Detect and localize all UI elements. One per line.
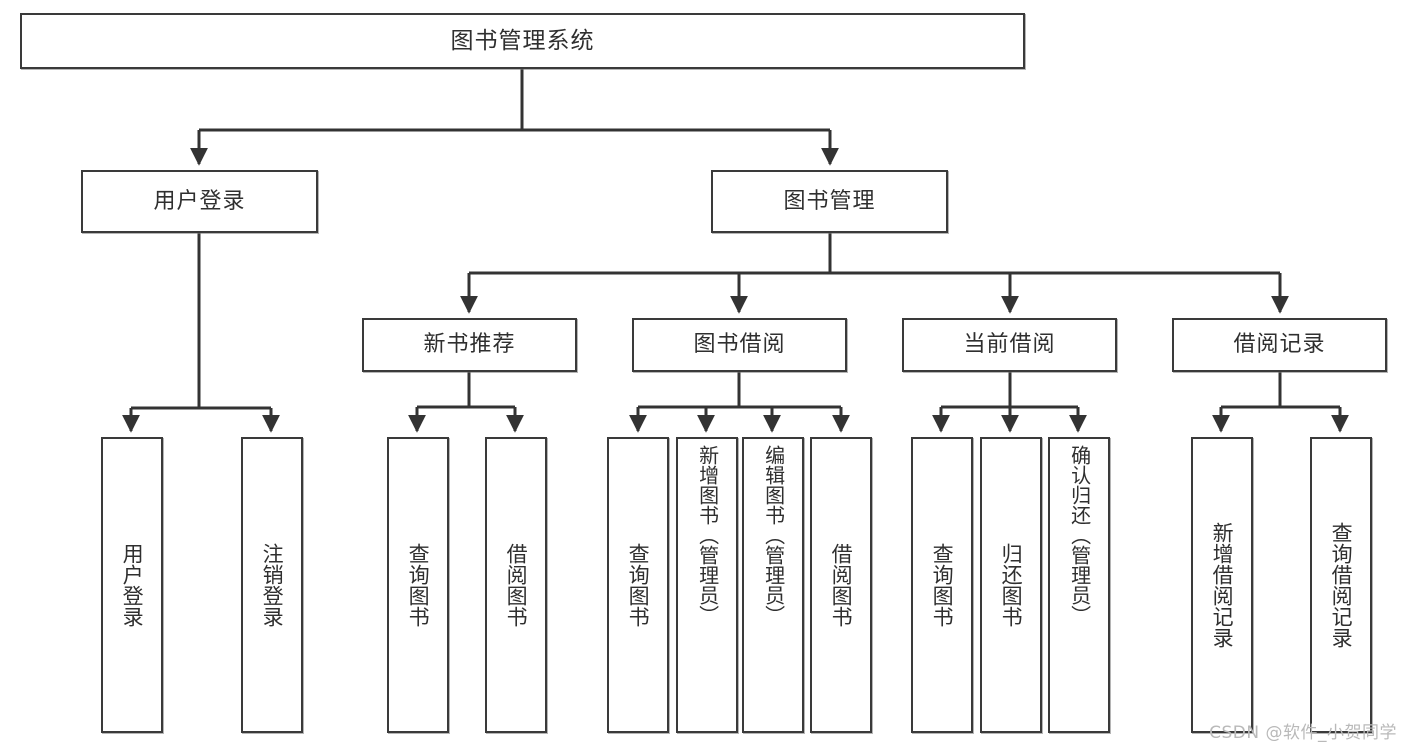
node-label: 查询借阅记录 bbox=[1329, 522, 1354, 648]
node-current-borrow[interactable]: 当前借阅 bbox=[902, 318, 1117, 372]
node-label: 用户登录 bbox=[153, 188, 246, 214]
node-label: 查询图书 bbox=[406, 543, 431, 627]
leaf-borrow-book-recommend[interactable]: 借阅图书 bbox=[485, 437, 547, 733]
node-label: 确认归还（管理员） bbox=[1067, 445, 1092, 625]
node-label: 当前借阅 bbox=[963, 332, 1056, 358]
node-root-book-management-system[interactable]: 图书管理系统 bbox=[20, 13, 1025, 69]
node-label: 查询图书 bbox=[626, 543, 651, 627]
node-user-login[interactable]: 用户登录 bbox=[81, 170, 318, 233]
node-book-management[interactable]: 图书管理 bbox=[711, 170, 948, 233]
leaf-query-book-current[interactable]: 查询图书 bbox=[911, 437, 973, 733]
node-new-book-recommend[interactable]: 新书推荐 bbox=[362, 318, 577, 372]
node-label: 新增图书（管理员） bbox=[695, 445, 720, 625]
leaf-query-book-borrow[interactable]: 查询图书 bbox=[607, 437, 669, 733]
node-label: 借阅图书 bbox=[504, 543, 529, 627]
node-label: 归还图书 bbox=[999, 543, 1024, 627]
leaf-return-book[interactable]: 归还图书 bbox=[980, 437, 1042, 733]
leaf-add-borrow-record[interactable]: 新增借阅记录 bbox=[1191, 437, 1253, 733]
leaf-add-book-admin[interactable]: 新增图书（管理员） bbox=[676, 437, 738, 733]
leaf-confirm-return-admin[interactable]: 确认归还（管理员） bbox=[1048, 437, 1110, 733]
node-label: 查询图书 bbox=[930, 543, 955, 627]
leaf-user-login[interactable]: 用户登录 bbox=[101, 437, 163, 733]
node-label: 编辑图书（管理员） bbox=[761, 445, 786, 625]
node-book-borrow[interactable]: 图书借阅 bbox=[632, 318, 847, 372]
node-label: 注销登录 bbox=[260, 543, 285, 627]
leaf-query-book-recommend[interactable]: 查询图书 bbox=[387, 437, 449, 733]
leaf-query-borrow-record[interactable]: 查询借阅记录 bbox=[1310, 437, 1372, 733]
node-label: 新增借阅记录 bbox=[1210, 522, 1235, 648]
leaf-edit-book-admin[interactable]: 编辑图书（管理员） bbox=[742, 437, 804, 733]
node-label: 图书管理 bbox=[783, 188, 876, 214]
node-label: 借阅记录 bbox=[1233, 332, 1326, 358]
node-borrow-record[interactable]: 借阅记录 bbox=[1172, 318, 1387, 372]
node-label: 图书借阅 bbox=[693, 332, 786, 358]
csdn-watermark: CSDN @软件_小贺同学 bbox=[1209, 723, 1397, 743]
node-label: 图书管理系统 bbox=[450, 27, 595, 54]
leaf-borrow-book[interactable]: 借阅图书 bbox=[810, 437, 872, 733]
leaf-logout[interactable]: 注销登录 bbox=[241, 437, 303, 733]
node-label: 用户登录 bbox=[120, 543, 145, 627]
node-label: 新书推荐 bbox=[423, 332, 516, 358]
node-label: 借阅图书 bbox=[829, 543, 854, 627]
